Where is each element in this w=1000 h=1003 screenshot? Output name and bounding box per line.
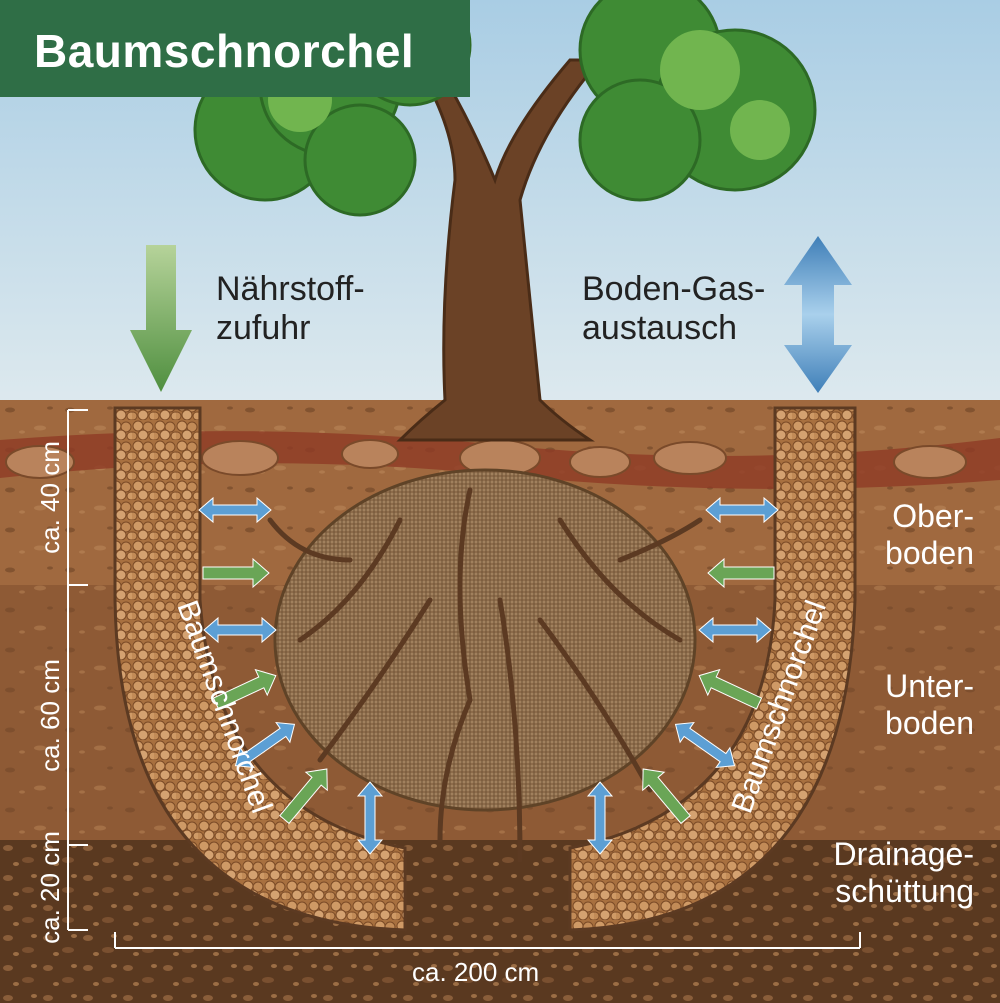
title-banner: Baumschnorchel <box>0 0 470 97</box>
subsoil-line2: boden <box>885 704 974 741</box>
drainage-line2: schüttung <box>835 872 974 909</box>
nutrient-label-line2: zufuhr <box>216 309 311 348</box>
nutrient-arrow-icon <box>130 245 192 392</box>
nutrient-label-line1: Nährstoff- <box>216 270 365 308</box>
drainage-label: Drainage- schüttung <box>833 836 974 910</box>
nutrient-small-arrow-icon <box>707 557 775 589</box>
gas-exchange-label: Boden-Gas- austausch <box>582 270 765 348</box>
gas-exchange-small-arrow-icon <box>674 721 736 769</box>
topsoil-line2: boden <box>885 534 974 571</box>
depth-label-top: ca. 40 cm <box>34 441 65 554</box>
nutrient-small-arrow-icon <box>202 557 270 589</box>
gas-exchange-small-arrow-icon <box>203 616 277 644</box>
topsoil-line1: Ober- <box>892 498 974 534</box>
gas-exchange-small-arrow-icon <box>698 616 772 644</box>
depth-label-middle: ca. 60 cm <box>34 659 65 772</box>
nutrient-small-arrow-icon <box>642 768 691 825</box>
drainage-line1: Drainage- <box>833 836 974 872</box>
topsoil-label: Ober- boden <box>885 498 974 572</box>
gas-exchange-small-arrow-icon <box>705 496 779 524</box>
nutrient-label: Nährstoff- zufuhr <box>216 270 365 348</box>
gas-exchange-small-arrow-icon <box>356 781 384 855</box>
gas-label-line2: austausch <box>582 309 737 348</box>
gas-exchange-small-arrow-icon <box>586 781 614 855</box>
page-title: Baumschnorchel <box>34 25 415 77</box>
subsoil-label: Unter- boden <box>885 668 974 742</box>
gas-exchange-small-arrow-icon <box>234 721 296 769</box>
nutrient-small-arrow-icon <box>212 668 277 710</box>
nutrient-small-arrow-icon <box>698 668 763 710</box>
gas-label-line1: Boden-Gas- <box>582 270 766 308</box>
drainage-layer <box>0 840 1000 1003</box>
nutrient-small-arrow-icon <box>279 768 328 825</box>
depth-label-bottom: ca. 20 cm <box>34 831 65 944</box>
gas-exchange-small-arrow-icon <box>198 496 272 524</box>
gas-exchange-arrow-icon <box>784 236 852 393</box>
subsoil-line1: Unter- <box>885 668 974 704</box>
width-label: ca. 200 cm <box>412 957 540 987</box>
